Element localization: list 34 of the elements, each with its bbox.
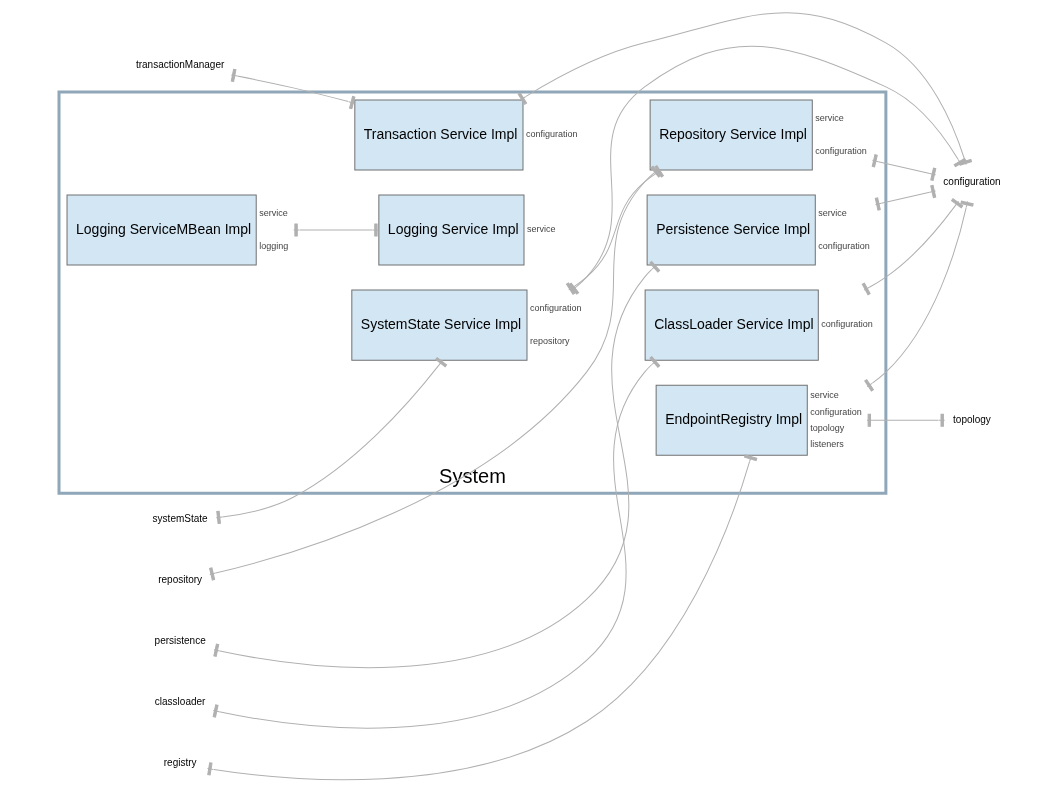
node-label: configuration xyxy=(820,319,873,330)
connector xyxy=(861,198,963,296)
node-label: topology xyxy=(809,423,844,434)
connector xyxy=(871,154,936,181)
connector xyxy=(212,260,660,669)
connector xyxy=(212,356,660,729)
node-label: configuration xyxy=(525,129,578,140)
node-label: service xyxy=(817,207,847,218)
node-text: configuration xyxy=(942,176,1001,188)
node-label: repository xyxy=(529,335,570,346)
node-label: configuration xyxy=(809,406,862,417)
connector xyxy=(215,357,447,524)
node-label: service xyxy=(814,112,844,123)
connector xyxy=(863,200,974,392)
node-label: service xyxy=(809,389,839,400)
node-label: configuration xyxy=(814,145,867,156)
node-text: classloader xyxy=(154,696,205,708)
connector xyxy=(865,413,945,427)
connector xyxy=(230,68,355,110)
node-label: configuration xyxy=(529,302,582,313)
connector xyxy=(292,223,379,237)
node-text: persistence xyxy=(154,634,206,646)
node-text: transactionManager xyxy=(135,59,224,71)
node-label: service xyxy=(526,224,556,235)
node-label: listeners xyxy=(809,439,844,450)
node-text: systemState xyxy=(152,512,208,524)
connector xyxy=(206,454,757,781)
node-text: registry xyxy=(163,757,197,769)
node-label: configuration xyxy=(817,240,870,251)
connector xyxy=(874,184,936,211)
node-label: logging xyxy=(258,240,288,251)
node-label: service xyxy=(258,207,288,218)
node-text: repository xyxy=(157,573,202,585)
node-text: topology xyxy=(952,413,991,425)
